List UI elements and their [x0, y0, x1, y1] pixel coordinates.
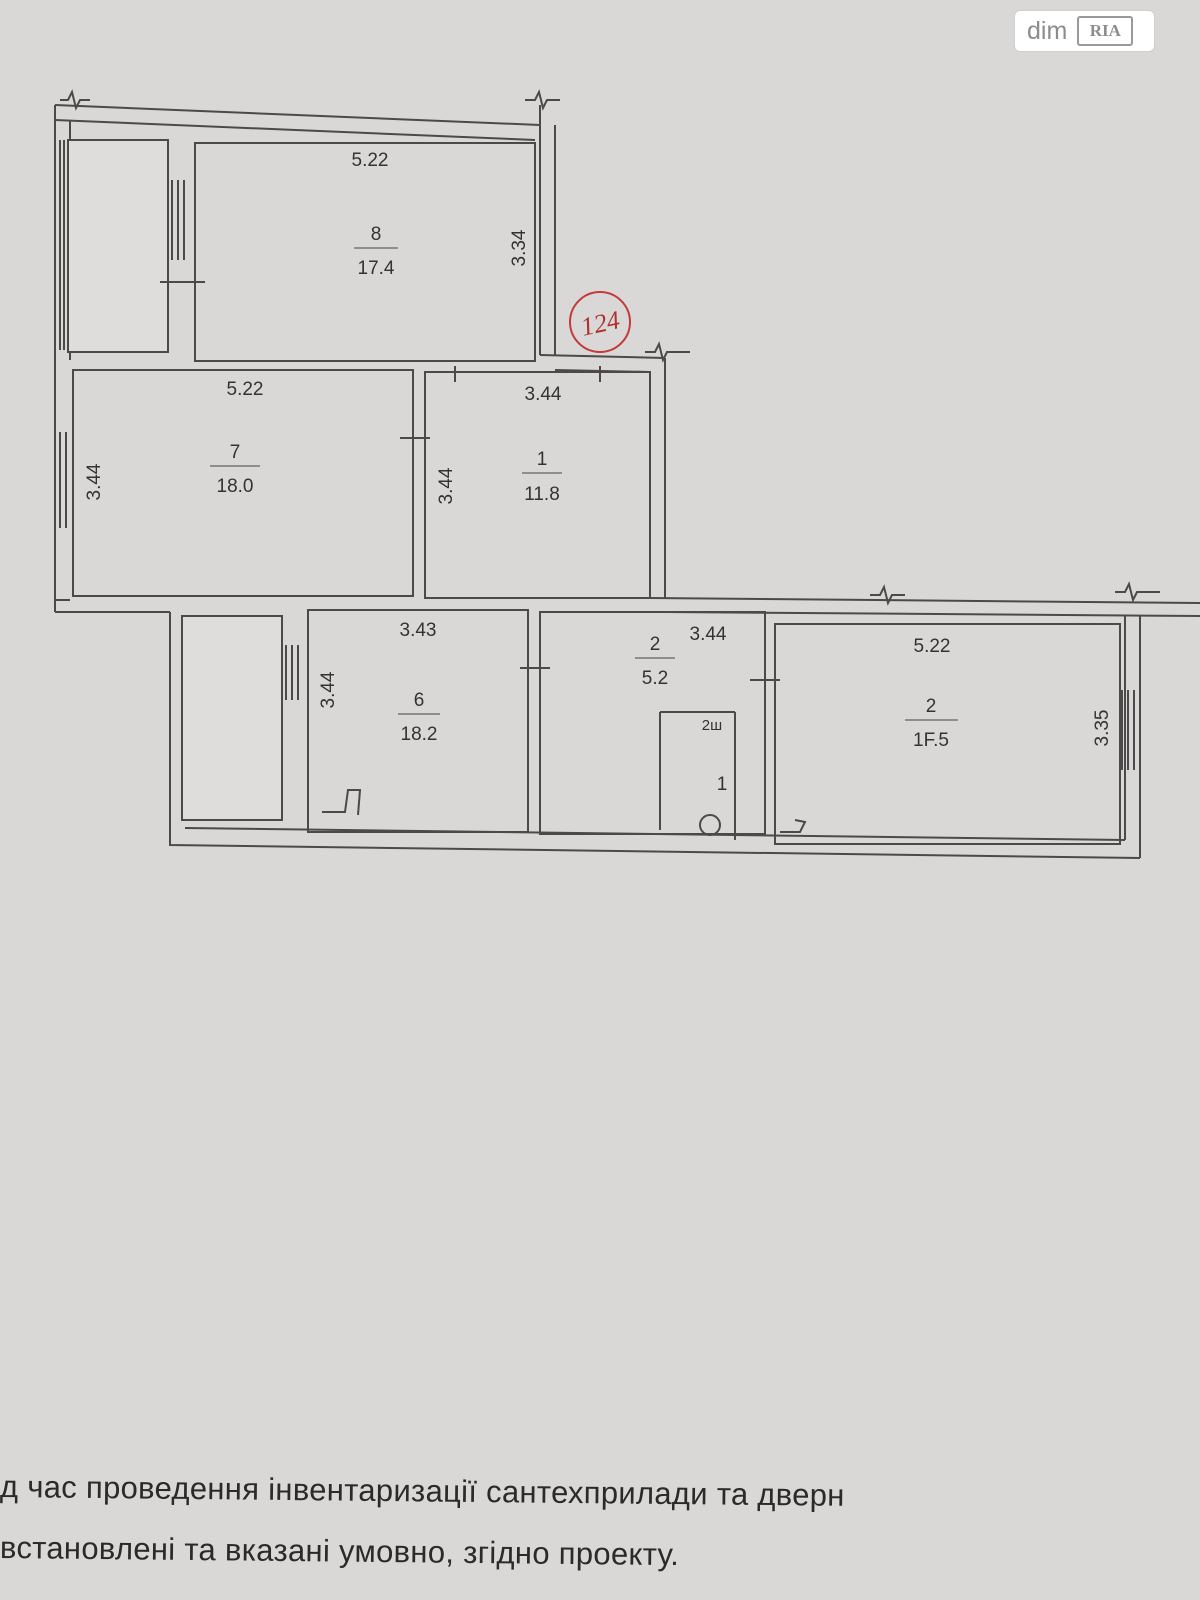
- room-2-large-outline: [774, 623, 1121, 845]
- room-7-outline: [72, 369, 414, 597]
- room-1-width: 3.44: [525, 384, 562, 405]
- room-2-large-area: 1F.5: [913, 730, 949, 751]
- bathroom-label-bottom: 1: [717, 774, 728, 795]
- outer-wall-mid-right: [649, 358, 666, 598]
- window-room-2: [1121, 690, 1135, 770]
- bathroom-label-top: 2ш: [702, 717, 722, 734]
- room-7-number: 7: [230, 442, 241, 463]
- room-2-hall-number: 2: [650, 634, 661, 655]
- logo-badge: RIA: [1077, 16, 1134, 46]
- window-room-8: [171, 180, 185, 260]
- room-8-width: 5.22: [352, 150, 389, 171]
- unit-marker-text: 124: [578, 305, 622, 341]
- room-8-number: 8: [371, 224, 382, 245]
- room-6-height: 3.44: [318, 671, 339, 708]
- logo-brand-text: dim: [1027, 16, 1068, 45]
- sink-fixture: [322, 789, 362, 816]
- room-1-height: 3.44: [436, 467, 457, 504]
- room-1-area: 11.8: [524, 484, 560, 505]
- outer-wall-right-upper: [539, 105, 556, 355]
- break-mark-5: [1115, 581, 1160, 603]
- balcony-top-left: [67, 139, 169, 353]
- room-2-large-number: 2: [926, 696, 937, 717]
- door-tick-2: [454, 366, 601, 382]
- room-8-outline: [194, 142, 536, 362]
- outer-wall-top: [54, 104, 541, 141]
- break-mark-1: [60, 89, 90, 111]
- break-mark-4: [870, 584, 905, 606]
- window-room-7: [59, 432, 67, 528]
- room-7-width: 5.22: [227, 379, 264, 400]
- room-2-large-width: 5.22: [914, 636, 951, 657]
- floor-plan: 124 5.22 8 17.4 3.34 5.22 7 18.0 3.44 3.…: [54, 89, 1200, 859]
- window-room-6: [285, 645, 299, 700]
- room-6-number: 6: [414, 690, 425, 711]
- room-1-number: 1: [537, 449, 548, 470]
- room-2-hall-outline: [539, 611, 766, 835]
- room-8-area: 17.4: [358, 258, 395, 279]
- outer-wall-right-lower: [1124, 616, 1141, 858]
- outer-wall-step: [539, 354, 666, 373]
- break-mark-3: [645, 341, 690, 363]
- toilet-fixture: [699, 814, 721, 836]
- room-7-height: 3.44: [84, 463, 105, 500]
- room-6-width: 3.43: [400, 620, 437, 641]
- outer-wall-right-top: [649, 597, 1200, 617]
- window-balcony: [59, 140, 65, 350]
- unit-marker: 124: [569, 291, 631, 353]
- balcony-bottom-left: [181, 615, 283, 821]
- note-line-1: д час проведення інвентаризації сантехпр…: [0, 1469, 845, 1513]
- room-7-area: 18.0: [217, 476, 254, 497]
- note-line-2: встановлені та вказані умовно, згідно пр…: [0, 1530, 680, 1573]
- room-6-outline: [307, 609, 529, 833]
- room-1-outline: [424, 371, 651, 599]
- outer-wall-left-lower: [55, 599, 170, 613]
- room-2-hall-area: 5.2: [642, 668, 668, 689]
- room-8-height: 3.34: [509, 229, 530, 266]
- washbasin-fixture: [780, 819, 807, 833]
- dimria-logo: dim RIA: [1014, 10, 1155, 52]
- break-mark-2: [525, 89, 560, 111]
- room-2-hall-width: 3.44: [690, 624, 727, 645]
- room-6-area: 18.2: [401, 724, 438, 745]
- bathroom-partition: [659, 711, 736, 840]
- room-2-large-height: 3.35: [1092, 710, 1113, 747]
